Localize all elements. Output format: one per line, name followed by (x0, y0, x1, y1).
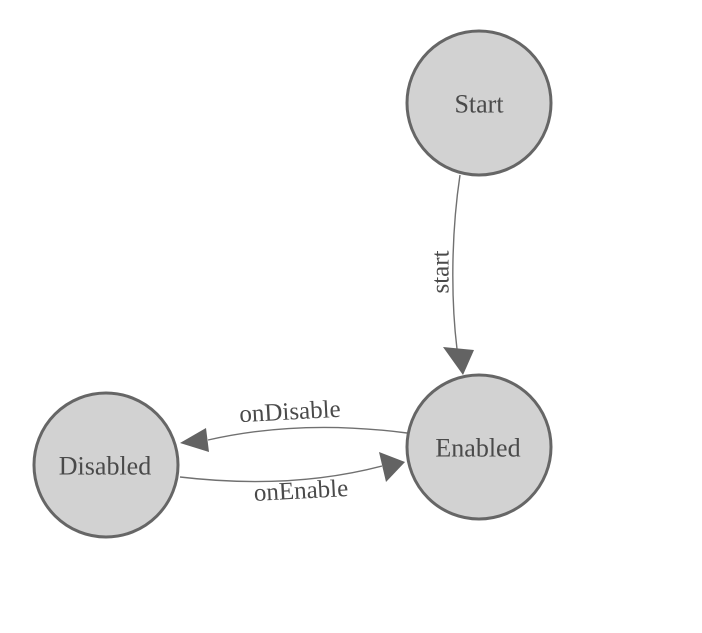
edge-path-enabled-to-disabled (207, 426, 408, 441)
arrowhead-into-disabled-right (180, 428, 209, 452)
arrowhead-into-enabled-left (379, 452, 405, 482)
state-node-disabled[interactable]: Disabled (32, 391, 180, 539)
state-label-disabled: Disabled (59, 452, 151, 481)
edge-label-start: start (428, 250, 455, 293)
state-node-start[interactable]: Start (405, 29, 553, 177)
transition-edge-ondisable[interactable]: onDisable (180, 396, 408, 452)
transition-edge-onenable[interactable]: onEnable (179, 452, 405, 507)
arrowhead-into-enabled-top (443, 347, 474, 375)
state-label-enabled: Enabled (435, 434, 520, 463)
edge-label-ondisable: onDisable (239, 396, 342, 428)
edge-label-onenable: onEnable (253, 475, 349, 507)
edge-path-start-to-enabled (452, 174, 461, 350)
state-circle-start (405, 29, 553, 177)
transition-edge-start[interactable]: start (428, 174, 475, 375)
edge-path-disabled-to-enabled (179, 465, 383, 483)
state-label-start: Start (454, 90, 504, 119)
state-node-enabled[interactable]: Enabled (405, 373, 553, 521)
state-circle-enabled (405, 373, 553, 521)
state-circle-disabled (32, 391, 180, 539)
